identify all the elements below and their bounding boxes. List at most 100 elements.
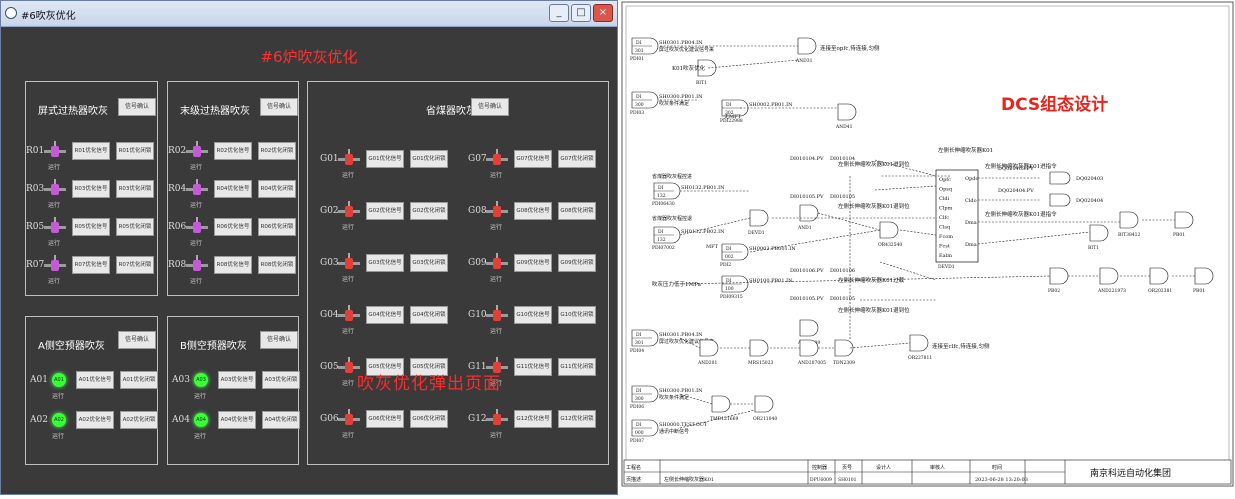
input-name: SH0000.TEST.OUT bbox=[659, 422, 708, 428]
optimize-signal-button[interactable]: R05优化信号 bbox=[72, 218, 110, 236]
optimize-lock-button[interactable]: R05优化闭锁 bbox=[116, 218, 154, 236]
minimize-button[interactable]: _ bbox=[549, 4, 569, 22]
optimize-signal-button[interactable]: G12优化信号 bbox=[514, 410, 552, 428]
optimize-signal-button[interactable]: A01优化信号 bbox=[76, 371, 114, 389]
optimize-lock-button[interactable]: G11优化闭锁 bbox=[558, 358, 596, 376]
feedback-label: 左侧长伸缩吹灰器K01过载 bbox=[838, 276, 905, 284]
optimize-signal-button[interactable]: A03优化信号 bbox=[218, 371, 256, 389]
confirm-button[interactable]: 信号确认 bbox=[118, 98, 156, 116]
optimize-lock-button[interactable]: G03优化闭锁 bbox=[410, 254, 448, 272]
valve-stem bbox=[196, 141, 198, 146]
note-label: 吹灰压力低于1MPa bbox=[652, 280, 702, 288]
optimize-signal-button[interactable]: A04优化信号 bbox=[218, 411, 256, 429]
input-type-label: DI bbox=[636, 40, 642, 46]
maximize-button[interactable]: □ bbox=[571, 4, 591, 22]
optimize-lock-button[interactable]: A02优化闭锁 bbox=[120, 411, 158, 429]
optimize-signal-button[interactable]: G10优化信号 bbox=[514, 306, 552, 324]
valve-icon bbox=[186, 141, 208, 158]
optimize-lock-button[interactable]: R08优化闭锁 bbox=[258, 256, 296, 274]
optimize-signal-button[interactable]: R03优化信号 bbox=[72, 180, 110, 198]
logic-gate bbox=[1119, 211, 1139, 229]
input-name: SH0300.PB01.IN bbox=[659, 94, 703, 100]
optimize-lock-button[interactable]: G05优化闭锁 bbox=[410, 358, 448, 376]
optimize-lock-button[interactable]: G07优化闭锁 bbox=[558, 150, 596, 168]
logic-diagram-canvas: DI301SH0301.PB04.IN屏过吹灰优化建议信号来PDI01DI300… bbox=[621, 1, 1234, 487]
optimize-lock-button[interactable]: G04优化闭锁 bbox=[410, 306, 448, 324]
panel-title: B侧空预器吹灰 bbox=[180, 341, 247, 352]
input-tag: PDI06 bbox=[630, 404, 644, 410]
blower-id: G07 bbox=[468, 154, 487, 164]
optimize-lock-button[interactable]: R07优化闭锁 bbox=[116, 256, 154, 274]
company-name: 南京科远自动化集团 bbox=[1090, 467, 1171, 479]
valve-stem bbox=[54, 255, 56, 260]
valve-body bbox=[493, 414, 501, 425]
gate-label: PB02 bbox=[1048, 288, 1060, 294]
optimize-signal-button[interactable]: G07优化信号 bbox=[514, 150, 552, 168]
confirm-button[interactable]: 信号确认 bbox=[118, 331, 156, 349]
optimize-signal-button[interactable]: R06优化信号 bbox=[214, 218, 252, 236]
logic-gate bbox=[799, 319, 819, 337]
optimize-lock-button[interactable]: A04优化闭锁 bbox=[262, 411, 300, 429]
input-tag: PDI04 bbox=[630, 348, 644, 354]
optimize-signal-button[interactable]: G08优化信号 bbox=[514, 202, 552, 220]
optimize-signal-button[interactable]: G09优化信号 bbox=[514, 254, 552, 272]
optimize-signal-button[interactable]: G02优化信号 bbox=[366, 202, 404, 220]
optimize-signal-button[interactable]: R02优化信号 bbox=[214, 142, 252, 160]
optimize-signal-button[interactable]: R07优化信号 bbox=[72, 256, 110, 274]
optimize-signal-button[interactable]: R01优化信号 bbox=[72, 142, 110, 160]
optimize-lock-button[interactable]: G02优化闭锁 bbox=[410, 202, 448, 220]
valve-status: 运行 bbox=[342, 432, 355, 439]
optimize-signal-button[interactable]: G04优化信号 bbox=[366, 306, 404, 324]
optimize-lock-button[interactable]: R04优化闭锁 bbox=[258, 180, 296, 198]
optimize-lock-button[interactable]: R03优化闭锁 bbox=[116, 180, 154, 198]
command-label: 左侧长伸缩吹灰器K01进指令 bbox=[985, 162, 1057, 170]
valve-body bbox=[345, 206, 353, 217]
blower-id: G03 bbox=[320, 258, 339, 268]
optimize-signal-button[interactable]: G03优化信号 bbox=[366, 254, 404, 272]
input-tag: PDI09315 bbox=[720, 294, 743, 300]
confirm-button[interactable]: 信号确认 bbox=[260, 98, 298, 116]
optimize-lock-button[interactable]: G10优化闭锁 bbox=[558, 306, 596, 324]
optimize-signal-button[interactable]: A02优化信号 bbox=[76, 411, 114, 429]
confirm-button[interactable]: 信号确认 bbox=[471, 98, 509, 116]
optimize-lock-button[interactable]: G01优化闭锁 bbox=[410, 150, 448, 168]
optimize-signal-button[interactable]: R04优化信号 bbox=[214, 180, 252, 198]
note-label: K01吹灰优化 bbox=[672, 64, 706, 72]
optimize-lock-button[interactable]: G06优化闭锁 bbox=[410, 410, 448, 428]
optimize-lock-button[interactable]: G08优化闭锁 bbox=[558, 202, 596, 220]
blower-id: G11 bbox=[468, 362, 487, 372]
optimize-signal-button[interactable]: G06优化信号 bbox=[366, 410, 404, 428]
valve-stem bbox=[348, 253, 350, 258]
valve-status: 运行 bbox=[342, 380, 355, 387]
device-title: 左侧长伸缩吹灰器K01 bbox=[938, 146, 993, 154]
logic-gate bbox=[1089, 224, 1109, 242]
input-name: SH0002.PB01.IN bbox=[749, 102, 793, 108]
optimize-signal-button[interactable]: G01优化信号 bbox=[366, 150, 404, 168]
device-label: DEVD1 bbox=[938, 264, 955, 270]
optimize-lock-button[interactable]: G12优化闭锁 bbox=[558, 410, 596, 428]
title-block-value: SH0101 bbox=[838, 477, 857, 483]
optimize-lock-button[interactable]: R01优化闭锁 bbox=[116, 142, 154, 160]
blower-id: A02 bbox=[30, 415, 48, 425]
optimize-lock-button[interactable]: R06优化闭锁 bbox=[258, 218, 296, 236]
logic-gate bbox=[697, 59, 717, 77]
connection-line bbox=[874, 159, 937, 177]
valve-status: 运行 bbox=[190, 240, 203, 247]
logic-gate bbox=[834, 339, 854, 357]
device-input-pin: Clpm bbox=[939, 206, 953, 212]
close-button[interactable]: × bbox=[593, 4, 613, 22]
optimize-signal-button[interactable]: R08优化信号 bbox=[214, 256, 252, 274]
optimize-signal-button[interactable]: G05优化信号 bbox=[366, 358, 404, 376]
optimize-signal-button[interactable]: G11优化信号 bbox=[514, 358, 552, 376]
connection-line bbox=[679, 409, 756, 429]
valve-body bbox=[345, 154, 353, 165]
optimize-lock-button[interactable]: G09优化闭锁 bbox=[558, 254, 596, 272]
input-number: 132 bbox=[657, 193, 666, 199]
input-description: 通讯中断信号 bbox=[659, 428, 689, 435]
optimize-lock-button[interactable]: R02优化闭锁 bbox=[258, 142, 296, 160]
title-block-value: 左侧长伸缩吹灰器K01 bbox=[664, 476, 714, 483]
confirm-button[interactable]: 信号确认 bbox=[260, 331, 298, 349]
optimize-lock-button[interactable]: A03优化闭锁 bbox=[262, 371, 300, 389]
optimize-lock-button[interactable]: A01优化闭锁 bbox=[120, 371, 158, 389]
pv-label: DI010105.PV bbox=[790, 194, 824, 200]
